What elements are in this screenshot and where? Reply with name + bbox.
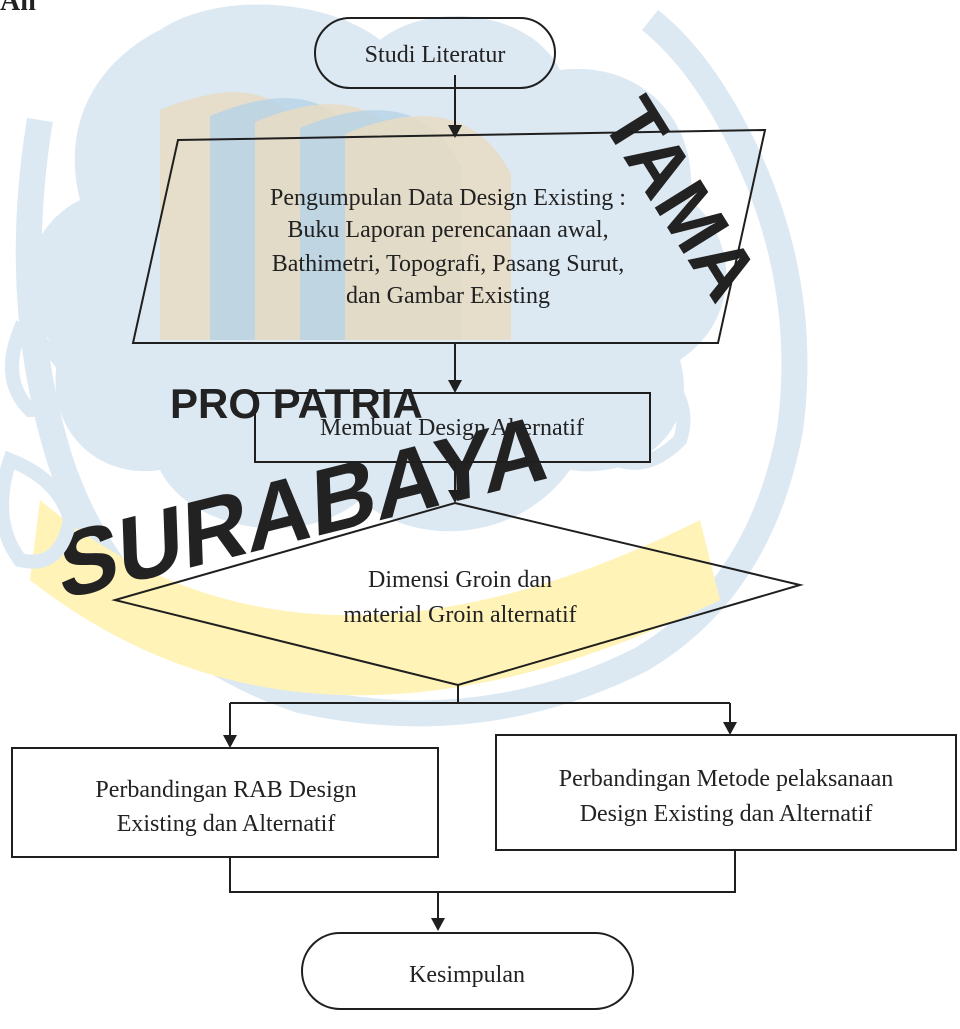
watermark-seal-outline: [15, 9, 808, 727]
node-method: Perbandingan Metode pelaksanaan Design E…: [495, 734, 957, 851]
terminator-shape: [301, 932, 634, 1010]
node-decision: Dimensi Groin dan material Groin alterna…: [111, 501, 804, 687]
node-start: Studi Literatur: [314, 17, 556, 89]
node-rab-line-1: Perbandingan RAB Design: [95, 777, 356, 803]
node-rab: Perbandingan RAB Design Existing dan Alt…: [11, 747, 439, 858]
process-shape: [495, 734, 957, 851]
node-data-line-1: Pengumpulan Data Design Existing :: [270, 185, 626, 211]
node-design: Membuat Design Alternatif: [254, 392, 651, 463]
flowchart: Studi Literatur Pengumpulan Data Design …: [11, 17, 957, 1010]
node-data-line-3: Bathimetri, Topografi, Pasang Surut,: [272, 251, 625, 277]
corner-text-fragment: Ah: [0, 0, 36, 17]
node-design-label: Membuat Design Alternatif: [320, 415, 584, 441]
node-method-line-2: Design Existing dan Alternatif: [580, 801, 873, 827]
node-data-line-4: dan Gambar Existing: [346, 283, 550, 309]
watermark-city-band: [30, 500, 720, 696]
watermark-stripe: [345, 116, 511, 340]
node-method-line-1: Perbandingan Metode pelaksanaan: [559, 766, 894, 792]
node-end: Kesimpulan: [301, 932, 634, 1010]
arrowhead-to-method: [723, 722, 737, 735]
process-shape: [254, 392, 651, 463]
flowchart-arrowheads: [223, 125, 737, 931]
connector-merge-to-end: [229, 850, 736, 928]
node-data: Pengumpulan Data Design Existing : Buku …: [131, 128, 767, 344]
node-rab-line-2: Existing dan Alternatif: [117, 811, 336, 837]
arrowhead-to-decision: [448, 490, 462, 503]
node-decision-line-2: material Groin alternatif: [343, 602, 576, 628]
node-data-line-2: Buku Laporan perencanaan awal,: [287, 217, 608, 243]
node-decision-line-1: Dimensi Groin dan: [368, 567, 552, 593]
connector-decision-split: [229, 685, 731, 745]
terminator-shape: [314, 17, 556, 89]
decision-shape: [111, 501, 804, 687]
arrowhead-to-rab: [223, 735, 237, 748]
parallelogram-shape: [131, 128, 767, 344]
process-shape: [11, 747, 439, 858]
node-end-label: Kesimpulan: [409, 962, 525, 988]
watermark-motto-text: PRO PATRIA: [170, 380, 423, 427]
arrowhead-to-end: [431, 918, 445, 931]
arrowhead-to-data: [448, 125, 462, 138]
arrowhead-to-design: [448, 380, 462, 393]
watermark-emblem-stripes: [160, 92, 511, 340]
node-start-label: Studi Literatur: [365, 42, 506, 68]
